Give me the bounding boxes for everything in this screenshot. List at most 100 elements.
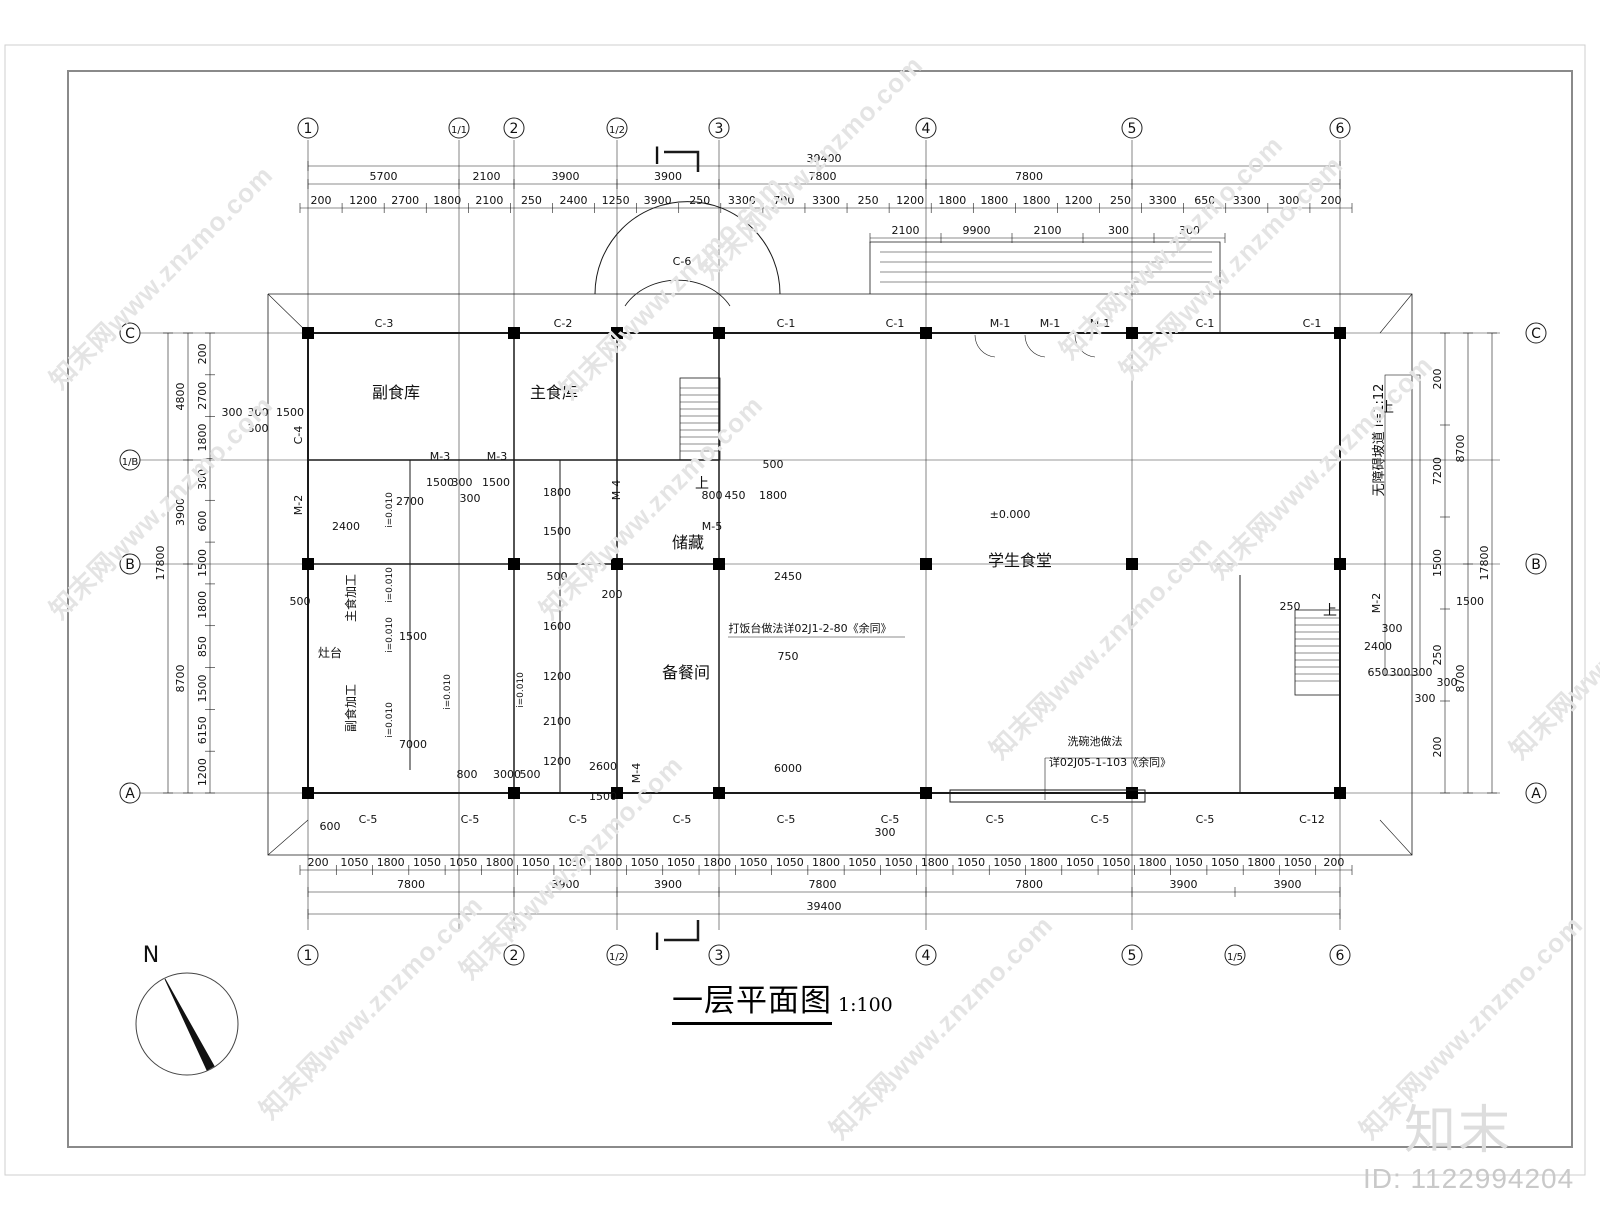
stair: [1294, 609, 1341, 696]
axis-bubble-left-label: 1/B: [122, 457, 139, 468]
axis-bubble-bottom-label: 3: [715, 948, 724, 964]
dim-top-row2: 300: [1278, 194, 1299, 207]
dim-right-row2: 200: [1431, 737, 1444, 758]
axis-bubble-left: [119, 322, 141, 344]
dim-top-row1: 3900: [654, 170, 682, 183]
dim-bottom-row1: 7800: [397, 878, 425, 891]
annotation: 详02J05-1-103《余同》: [1049, 755, 1171, 769]
inner-dimension: 300: [248, 422, 269, 435]
dim-top-row2: 3300: [728, 194, 756, 207]
stair-up-mark: 上: [1380, 400, 1394, 416]
axis-bubble-bottom-label: 1/5: [1227, 952, 1243, 963]
dim-top-row2: 1800: [1022, 194, 1050, 207]
opening-tag: C-5: [569, 813, 588, 826]
north-label: N: [143, 943, 159, 968]
axis-bubble-bottom-label: 6: [1336, 948, 1345, 964]
inner-dimension: 1200: [543, 670, 571, 683]
dim-left-row2: 850: [196, 636, 209, 657]
dim-bottom-row2: 1050: [522, 856, 550, 869]
dim-bottom-row2: 1050: [1211, 856, 1239, 869]
dim-left-row2: 1500: [196, 549, 209, 577]
inner-dimension: 2450: [774, 570, 802, 583]
dim-right-row2: 1500: [1431, 549, 1444, 577]
dim-bottom-row2: 1050: [1066, 856, 1094, 869]
dim-top-row2: 650: [1194, 194, 1215, 207]
ramp: [1384, 374, 1421, 676]
axis-bubble-bottom: [1121, 944, 1143, 966]
opening-tag: C-1: [1196, 317, 1215, 330]
room-name: 备餐间: [662, 663, 710, 682]
dim-top-row2: 1800: [433, 194, 461, 207]
opening-tag: C-2: [554, 317, 573, 330]
dim-top-row2: 1250: [602, 194, 630, 207]
structural-column: [1334, 787, 1346, 799]
axis-bubble-right-label: B: [1531, 557, 1541, 573]
dim-top-row2: 1200: [349, 194, 377, 207]
axis-bubble-bottom: [503, 944, 525, 966]
inner-dimension: 300: [1390, 666, 1411, 679]
axis-bubble-bottom: [708, 944, 730, 966]
opening-tag: C-5: [881, 813, 900, 826]
structural-column: [302, 558, 314, 570]
dim-bottom-row2: 1050: [1175, 856, 1203, 869]
stair-up-mark: 上: [1323, 603, 1337, 619]
north-arrow-needle: [164, 978, 215, 1071]
axis-bubble-top: [606, 117, 628, 139]
dim-left-row2: 300: [196, 469, 209, 490]
inner-dimension: 1500: [482, 476, 510, 489]
asset-id: ID: 1122994204: [1363, 1163, 1575, 1194]
opening-tag: M-2: [1370, 593, 1383, 613]
axis-bubble-top: [1121, 117, 1143, 139]
opening-tag: C-6: [673, 255, 692, 268]
dim-top-row2: 250: [1110, 194, 1131, 207]
axis-bubble-left: [119, 553, 141, 575]
opening-tag: C-4: [292, 426, 305, 445]
inner-dimension: 250: [1280, 600, 1301, 613]
inner-dimension: 1500: [589, 790, 617, 803]
slope-mark: i=0.010: [385, 567, 395, 603]
structural-column: [713, 787, 725, 799]
dim-bottom-row2: 1050: [631, 856, 659, 869]
section-marker-top: [664, 150, 700, 172]
dim-left-row1: 8700: [174, 665, 187, 693]
structural-column: [1126, 327, 1138, 339]
dim-bottom-row2: 1050: [1284, 856, 1312, 869]
inner-dimension: 300: [1382, 622, 1403, 635]
dim-bottom-row2: 200: [1323, 856, 1344, 869]
structural-column: [611, 558, 623, 570]
structural-column: [920, 558, 932, 570]
section-marker-bottom: [664, 920, 700, 942]
inner-dimension: 500: [547, 570, 568, 583]
axis-bubble-top: [503, 117, 525, 139]
opening-tag: C-5: [461, 813, 480, 826]
axis-bubble-top: [708, 117, 730, 139]
slope-mark: i=0.010: [385, 492, 395, 528]
structural-column: [920, 787, 932, 799]
room-name: 储藏: [672, 533, 704, 552]
structural-column: [611, 327, 623, 339]
room-name: 学生食堂: [988, 551, 1052, 570]
axis-bubble-right-label: A: [1531, 786, 1541, 802]
inner-dimension: 1500: [426, 476, 454, 489]
dim-left-row1: 4800: [174, 383, 187, 411]
inner-dimension: 800: [702, 489, 723, 502]
dim-bottom-row2: 1050: [776, 856, 804, 869]
roof-hip: [267, 819, 309, 856]
dim-top-row2: 3900: [644, 194, 672, 207]
dim-canopy: 9900: [963, 224, 991, 237]
dim-bottom-row2: 1800: [812, 856, 840, 869]
opening-tag: M-2: [292, 495, 305, 515]
opening-tag: M-4: [610, 480, 623, 500]
dim-bottom-row2: 200: [308, 856, 329, 869]
dim-top-row2: 2100: [475, 194, 503, 207]
stair: [679, 377, 721, 461]
dim-bottom-row2: 1800: [1138, 856, 1166, 869]
inner-dimension: 500: [763, 458, 784, 471]
drawing-frame: [67, 70, 1573, 1148]
axis-bubble-top-label: 6: [1336, 121, 1345, 137]
axis-bubble-right: [1525, 782, 1547, 804]
dim-top-row2: 200: [311, 194, 332, 207]
inner-dimension: 300: [248, 406, 269, 419]
axis-bubble-top-label: 1/1: [451, 125, 467, 136]
inner-dimension: 3000: [493, 768, 521, 781]
